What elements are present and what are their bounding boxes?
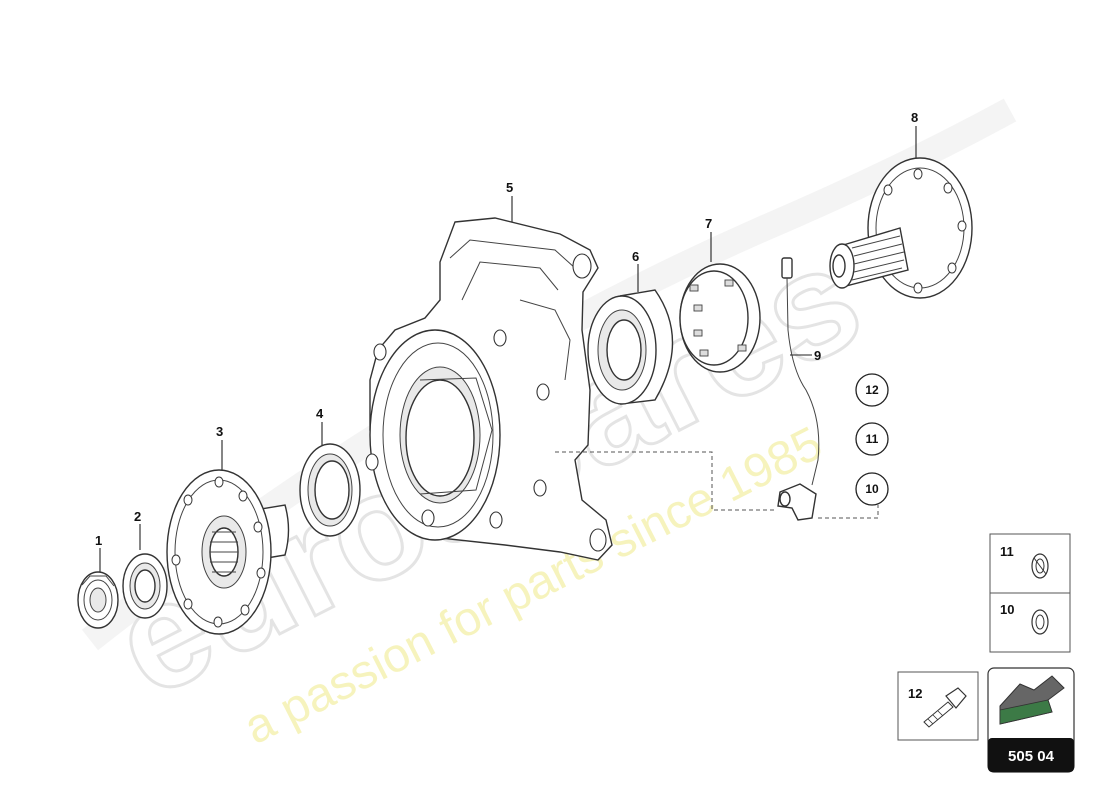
part-6-bearing: 6 bbox=[587, 249, 674, 405]
circled-label-12: 12 bbox=[855, 373, 889, 407]
washer-10-label: 10 bbox=[1000, 602, 1014, 617]
callout-7: 7 bbox=[705, 216, 712, 231]
detail-box-washers: 11 10 bbox=[989, 533, 1071, 653]
arrow-icon bbox=[999, 675, 1065, 725]
callout-5: 5 bbox=[506, 180, 513, 195]
svg-text:12: 12 bbox=[865, 383, 879, 397]
svg-text:11: 11 bbox=[866, 432, 879, 446]
bolt-icon bbox=[923, 687, 967, 728]
callout-3: 3 bbox=[216, 424, 223, 439]
callout-1: 1 bbox=[95, 533, 102, 548]
bolt-12-label: 12 bbox=[908, 686, 922, 701]
part-1-nut: 1 bbox=[77, 533, 119, 629]
callout-6: 6 bbox=[632, 249, 639, 264]
detail-box-bolt: 12 bbox=[897, 671, 979, 741]
page-nav-badge[interactable]: 505 04 bbox=[987, 667, 1075, 773]
part-3-flange: 3 bbox=[166, 424, 290, 635]
spring-washer-icon bbox=[1031, 553, 1049, 579]
sensor-leader bbox=[818, 505, 879, 519]
part-5-hub-carrier: 5 bbox=[365, 180, 613, 561]
page-code: 505 04 bbox=[1008, 748, 1055, 765]
svg-text:10: 10 bbox=[865, 482, 879, 496]
circled-label-11: 11 bbox=[855, 422, 889, 456]
callout-4: 4 bbox=[316, 406, 324, 421]
washer-11-label: 11 bbox=[1000, 544, 1014, 559]
part-8-drive-flange: 8 bbox=[829, 110, 973, 299]
callout-8: 8 bbox=[911, 110, 918, 125]
callout-9: 9 bbox=[814, 348, 821, 363]
assembly-leader bbox=[555, 451, 776, 511]
callout-2: 2 bbox=[134, 509, 141, 524]
circled-label-10: 10 bbox=[855, 472, 889, 506]
part-7-tone-ring: 7 bbox=[679, 216, 761, 373]
part-2-seal: 2 bbox=[122, 509, 168, 619]
flat-washer-icon bbox=[1031, 609, 1049, 635]
part-9-speed-sensor: 9 bbox=[777, 257, 821, 521]
part-4-shaft-seal: 4 bbox=[299, 406, 361, 537]
